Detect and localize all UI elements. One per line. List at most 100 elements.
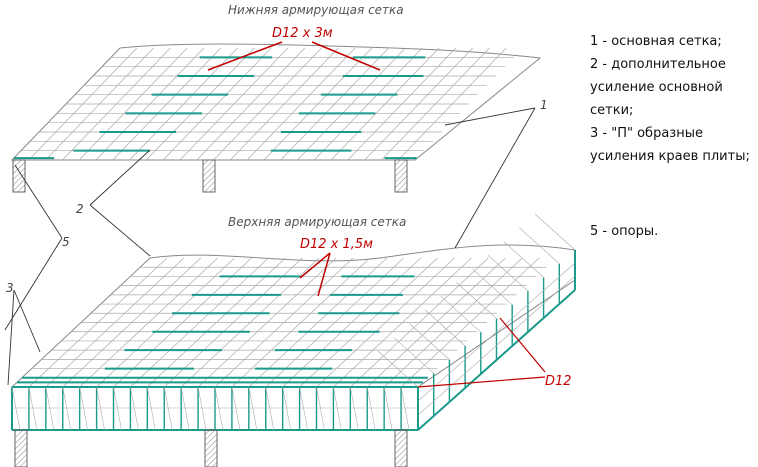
grid-line	[333, 257, 472, 388]
grid-line	[28, 47, 138, 161]
side-grid-line	[519, 227, 560, 264]
rebar-callout-edge: D12	[417, 317, 572, 389]
grid-line	[364, 47, 473, 161]
grid-line	[282, 257, 421, 388]
stirrup-diagonal	[383, 386, 393, 431]
stirrup-diagonal	[316, 386, 325, 431]
stirrup-diagonal	[163, 386, 173, 431]
stirrup-diagonal	[113, 386, 122, 431]
grid-line	[45, 47, 154, 161]
grid-line	[147, 257, 286, 388]
side-grid-line	[487, 254, 529, 292]
side-grid-line	[393, 337, 434, 374]
grid-line	[263, 47, 373, 161]
grid-line	[179, 47, 289, 161]
support-pillar	[14, 429, 28, 467]
callout-leaders	[4, 107, 536, 386]
grid-line	[162, 47, 272, 161]
grid-line	[79, 257, 218, 388]
grid-line	[129, 47, 238, 161]
rebar-callout-bottom: D12 х 3м	[207, 26, 381, 71]
grid-line	[28, 257, 168, 388]
grid-line	[367, 257, 506, 388]
stirrup-diagonal	[350, 386, 359, 431]
rebar-label-bottom: D12 х 3м	[272, 26, 333, 41]
grid-line	[383, 257, 523, 388]
stirrup-diagonal	[62, 386, 72, 431]
support-pillar	[202, 159, 216, 193]
grid-line	[330, 47, 440, 161]
grid-line	[350, 257, 489, 388]
grid-line	[313, 47, 423, 161]
stirrup-diagonal	[265, 386, 275, 431]
grid-line	[214, 257, 354, 388]
grid-line	[113, 257, 252, 388]
rebar-label-top: D12 х 1,5м	[300, 237, 373, 252]
grid-line	[62, 257, 201, 388]
grid-line	[246, 47, 356, 161]
bottom-mesh-title: Нижняя армирующая сетка	[228, 3, 404, 17]
stirrup-diagonal	[180, 386, 190, 431]
callout-number-5: 5	[62, 235, 70, 249]
support-pillar	[394, 159, 408, 193]
grid-line	[45, 257, 185, 388]
grid-line	[146, 47, 255, 161]
side-grid-line	[503, 241, 544, 278]
top-mesh-rebars	[16, 275, 428, 384]
grid-line	[130, 257, 269, 388]
stirrup-diagonal	[96, 386, 105, 431]
grid-line	[213, 47, 322, 161]
side-grid-line	[456, 282, 497, 319]
support-pillar	[204, 429, 218, 467]
grid-line	[397, 47, 507, 161]
grid-line	[230, 47, 339, 161]
stirrup-diagonal	[28, 386, 38, 431]
stirrup-diagonal	[197, 386, 207, 431]
stirrup-diagonal	[79, 386, 88, 431]
grid-line	[164, 257, 303, 388]
bottom-mesh-rebars	[13, 56, 426, 160]
legend-item-1: 1 - основная сетка;	[590, 34, 722, 49]
top-mesh-slab	[10, 213, 576, 467]
top-mesh-title: Верхняя армирующая сетка	[228, 215, 406, 229]
bottom-mesh-outline	[10, 43, 542, 161]
stirrup-diagonal	[299, 386, 308, 431]
side-grid-line	[377, 350, 419, 388]
stirrup-diagonal	[130, 386, 139, 431]
stirrup-diagonal	[366, 386, 376, 431]
stirrup-diagonal	[248, 386, 258, 431]
stirrup-diagonal	[45, 386, 55, 431]
callout-number-2: 2	[76, 202, 84, 216]
stirrup-diagonal	[214, 386, 224, 431]
grid-line	[299, 257, 438, 388]
side-grid-line	[534, 213, 576, 251]
bottom-mesh	[10, 43, 542, 193]
slab-front-face	[11, 386, 419, 431]
grid-line	[265, 257, 404, 388]
grid-line	[96, 257, 235, 388]
grid-line	[95, 47, 205, 161]
stirrup-diagonal	[147, 386, 156, 431]
stirrup-diagonal	[400, 386, 410, 431]
grid-line	[62, 47, 171, 161]
legend: 1 - основная сетка; 2 - дополнительное у…	[590, 30, 758, 243]
grid-line	[180, 257, 320, 388]
grid-line	[196, 47, 305, 161]
grid-line	[347, 47, 457, 161]
support-pillar	[12, 159, 26, 193]
top-mesh-outline	[10, 244, 576, 388]
grid-line	[78, 47, 188, 161]
side-grid-line	[417, 262, 576, 402]
rebar-label-edge: D12	[545, 374, 572, 389]
callout-number-3: 3	[6, 281, 14, 295]
stirrup-diagonal	[231, 386, 241, 431]
legend-item-2: 2 - дополнительное усиление основной сет…	[590, 57, 726, 118]
grid-line	[248, 257, 388, 388]
side-grid-line	[424, 309, 466, 347]
stirrup-diagonal	[282, 386, 291, 431]
legend-item-3: 3 - "П" образные усиления краев плиты;	[590, 126, 750, 164]
stirrup-diagonal	[11, 386, 21, 431]
side-grid-line	[417, 275, 576, 416]
stirrup-diagonal	[333, 386, 342, 431]
